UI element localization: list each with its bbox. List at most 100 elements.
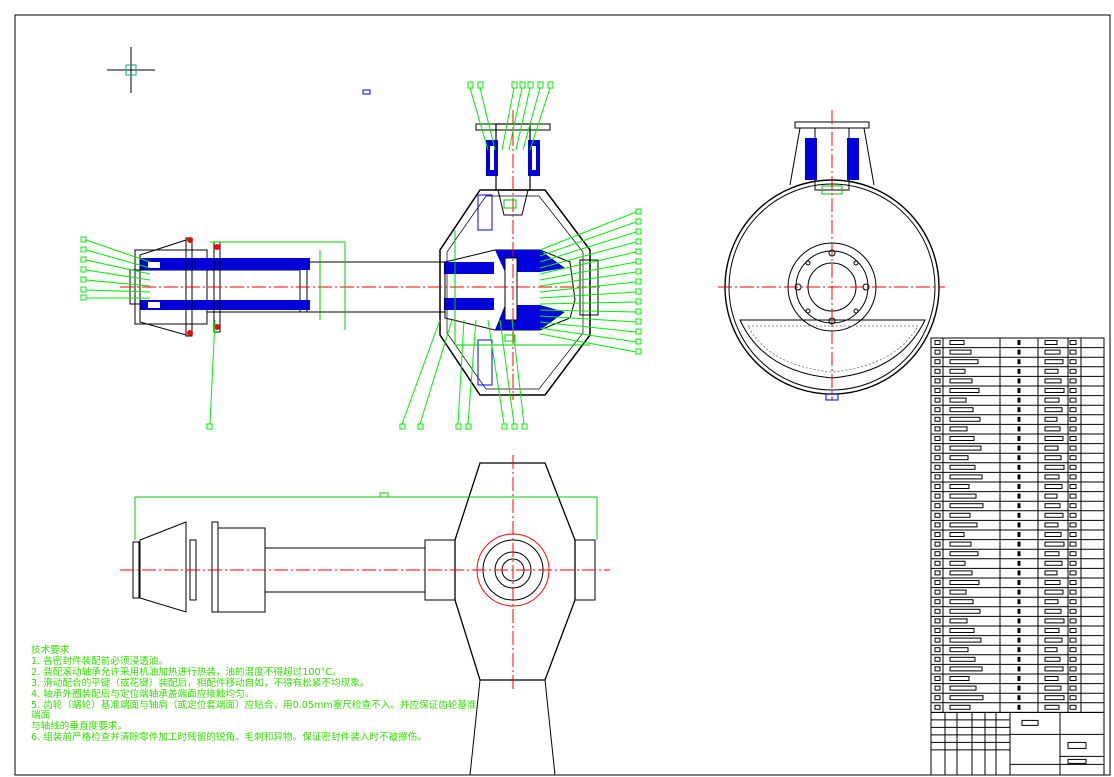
balloon-tag <box>399 423 406 430</box>
cell-mark <box>949 685 977 691</box>
cell-mark <box>1069 666 1077 672</box>
cell-mark <box>1017 580 1021 585</box>
cell-mark <box>1017 407 1021 413</box>
cell-mark <box>1044 560 1063 566</box>
cell-mark <box>1017 608 1021 614</box>
leader-line <box>457 319 465 425</box>
title-mark <box>1021 719 1039 726</box>
balloon-tag <box>635 268 642 275</box>
top-view <box>120 455 610 776</box>
cell-mark <box>1017 599 1021 605</box>
cell-mark <box>949 368 966 374</box>
cell-mark <box>1044 464 1065 470</box>
cell-mark <box>934 618 941 624</box>
cell-mark <box>949 388 980 393</box>
leader-line <box>539 211 637 251</box>
cell-mark <box>1044 676 1059 681</box>
cell-mark <box>1017 503 1021 509</box>
cell-mark <box>1017 628 1021 633</box>
balloon-tag <box>80 266 87 273</box>
tech-req-item: 4. 轴承外圈装配后与定位端轴承盖端面应接触均匀。 <box>31 688 255 700</box>
leader-line <box>539 281 637 293</box>
cell-mark <box>1069 522 1077 528</box>
cell-mark <box>1069 676 1077 681</box>
leader-line <box>539 315 637 323</box>
leader-line <box>508 87 523 151</box>
cell-mark <box>949 426 968 432</box>
cell-mark <box>1044 426 1061 432</box>
cell-mark <box>949 704 971 710</box>
cell-mark <box>1069 695 1077 701</box>
cell-mark <box>1017 349 1021 355</box>
cell-mark <box>934 704 941 710</box>
cell-mark <box>1044 368 1059 374</box>
cell-mark <box>1017 416 1021 422</box>
cell-mark <box>1017 666 1021 672</box>
leader-line <box>539 321 637 333</box>
cell-mark <box>934 656 941 662</box>
cell-mark <box>934 388 941 393</box>
leader-line <box>85 239 151 263</box>
cell-mark <box>1069 436 1077 441</box>
cell-mark <box>1069 474 1077 480</box>
cell-mark <box>949 493 977 499</box>
cell-mark <box>1017 388 1021 393</box>
cell-mark <box>934 599 941 605</box>
cell-mark <box>949 589 967 595</box>
cell-mark <box>949 349 972 355</box>
cell-mark <box>949 340 965 345</box>
cell-mark <box>1069 416 1077 422</box>
cell-mark <box>1017 647 1021 653</box>
cell-mark <box>1044 522 1059 528</box>
cell-mark <box>1017 359 1021 365</box>
cell-mark <box>1069 426 1077 432</box>
cell-mark <box>1069 397 1077 403</box>
title-block <box>930 711 1105 776</box>
cell-mark <box>1069 340 1077 345</box>
cell-mark <box>1044 541 1065 547</box>
cell-mark <box>1044 484 1063 489</box>
balloon-tag <box>635 238 642 245</box>
cell-mark <box>949 445 982 451</box>
cell-mark <box>1069 349 1077 355</box>
cell-mark <box>1044 570 1058 576</box>
cell-mark <box>934 695 941 701</box>
title-mark <box>1067 758 1087 764</box>
cell-mark <box>1044 359 1064 365</box>
cell-mark <box>1017 474 1021 480</box>
cell-mark <box>1044 551 1060 557</box>
cell-mark <box>1069 503 1077 509</box>
balloon-tag <box>635 258 642 265</box>
cell-mark <box>1044 474 1060 480</box>
cell-mark <box>1017 551 1021 557</box>
balloon-tag <box>511 81 518 89</box>
balloon-tag <box>635 308 642 315</box>
cell-mark <box>1069 685 1077 691</box>
cell-mark <box>949 474 983 480</box>
cell-mark <box>934 407 941 413</box>
cell-mark <box>949 378 973 384</box>
cell-mark <box>949 676 970 681</box>
leader-line <box>522 87 541 151</box>
cell-mark <box>1017 436 1021 441</box>
cell-mark <box>949 484 970 489</box>
cell-mark <box>1017 541 1021 547</box>
balloon-tag <box>635 218 642 225</box>
leader-line <box>467 319 477 425</box>
cell-mark <box>934 666 941 672</box>
front-section-view <box>120 110 600 400</box>
cell-mark <box>1017 368 1021 374</box>
cell-mark <box>1069 368 1077 374</box>
leader-line <box>539 251 637 275</box>
cell-mark <box>1044 407 1063 413</box>
cell-mark <box>934 580 941 585</box>
drawing-frame <box>14 14 1111 776</box>
tech-req-item: 6. 组装前严格检查并清除零件加工时残留的锐角、毛刺和异物。保证密封件装入时不被… <box>31 732 427 744</box>
tech-req-item: 1. 各密封件装配前必须浸透油。 <box>31 655 168 667</box>
cell-mark <box>1069 512 1077 518</box>
leader-line <box>529 87 551 151</box>
cell-mark <box>1017 560 1021 566</box>
cell-mark <box>1069 445 1077 451</box>
cell-mark <box>1044 436 1064 441</box>
cell-mark <box>1017 522 1021 528</box>
